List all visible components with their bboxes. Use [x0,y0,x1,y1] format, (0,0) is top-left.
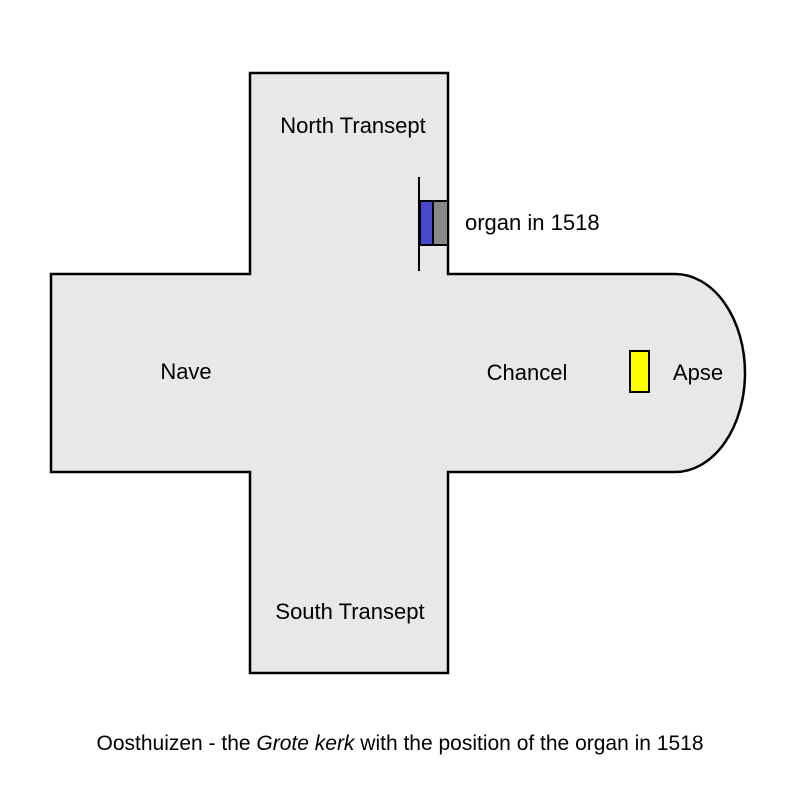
south-transept-label: South Transept [275,599,424,624]
north-transept-label: North Transept [280,113,426,138]
organ-case-marker [432,200,449,246]
caption-church-name: Grote kerk [256,732,355,755]
nave-label: Nave [160,359,211,384]
apse-label: Apse [673,360,723,385]
church-outline [49,71,747,675]
organ-front-marker [419,200,434,246]
altar-marker [629,350,650,393]
chancel-label: Chancel [487,360,568,385]
organ-label: organ in 1518 [465,210,600,235]
floor-plan: North Transept organ in 1518 Nave Chance… [49,71,747,675]
caption-tail-text: with the position of the organ in 1518 [354,732,704,755]
figure-caption: Oosthuizen - the Grote kerk with the pos… [0,732,800,756]
caption-lead-text: Oosthuizen - the [96,732,257,755]
